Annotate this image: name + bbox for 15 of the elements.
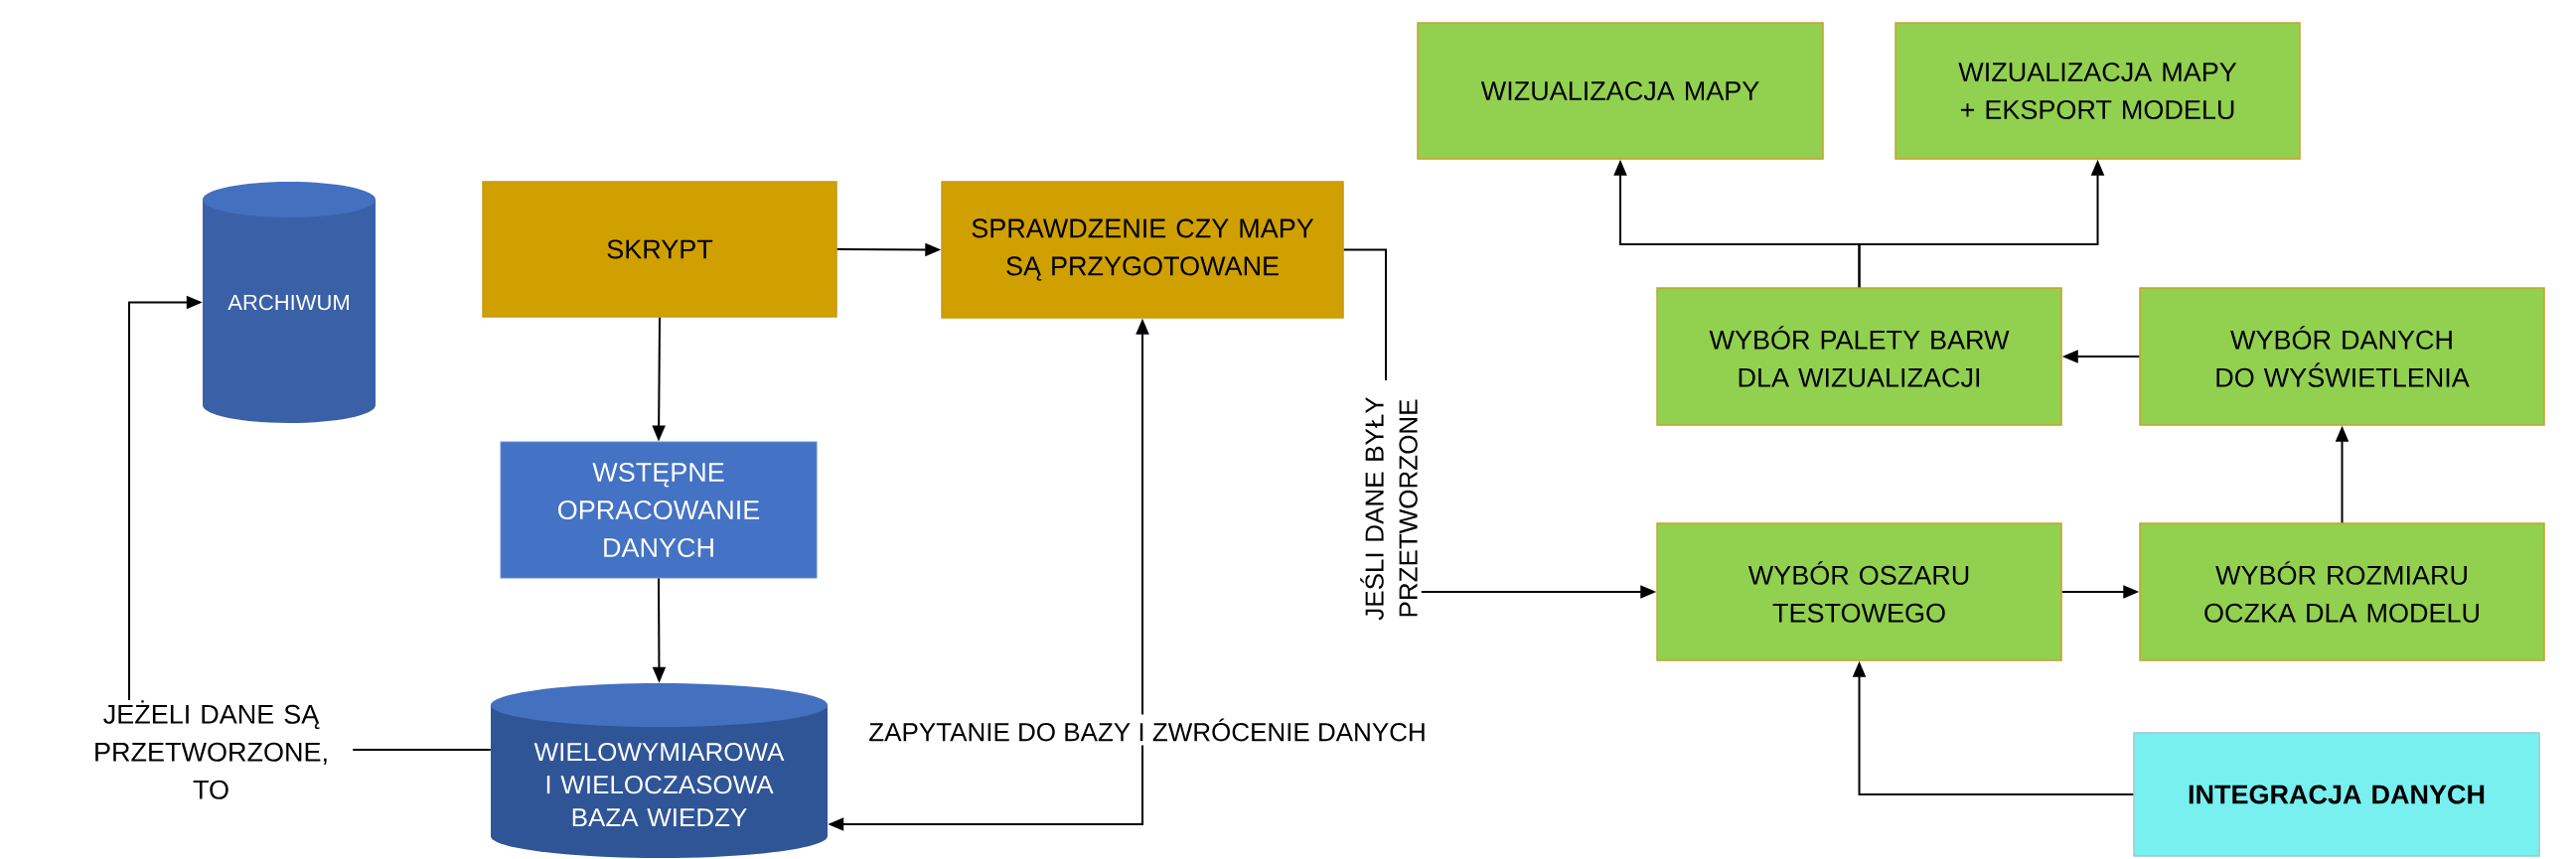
edge-label: ZAPYTANIE DO BAZY I ZWRÓCENIE DANYCH (864, 714, 1431, 746)
process-box: WYBÓR ROZMIARU OCZKA DLA MODELU (2139, 522, 2545, 661)
process-box: WYBÓR PALETY BARW DLA WIZUALIZACJI (1656, 287, 2062, 426)
edge-label: JEŚLI DANE BYŁY PRZETWORZONE (1356, 380, 1422, 637)
process-box: WIZUALIZACJA MAPY (1417, 22, 1824, 160)
database-cylinder: WIELOWYMIAROWA I WIELOCZASOWA BAZA WIEDZY (491, 683, 828, 858)
process-box: SKRYPT (482, 181, 837, 318)
database-cylinder: ARCHIWUM (203, 182, 376, 423)
condition-text: JEŻELI DANE SĄ PRZETWORZONE, TO (95, 700, 327, 799)
process-box: INTEGRACJA DANYCH (2133, 732, 2540, 857)
process-box: SPRAWDZENIE CZY MAPY SĄ PRZYGOTOWANE (941, 181, 1344, 319)
process-box: WIZUALIZACJA MAPY + EKSPORT MODELU (1894, 22, 2301, 160)
process-box: WSTĘPNE OPRACOWANIE DANYCH (500, 441, 818, 579)
process-box: WYBÓR DANYCH DO WYŚWIETLENIA (2139, 287, 2545, 426)
process-box: WYBÓR OSZARU TESTOWEGO (1656, 522, 2062, 661)
